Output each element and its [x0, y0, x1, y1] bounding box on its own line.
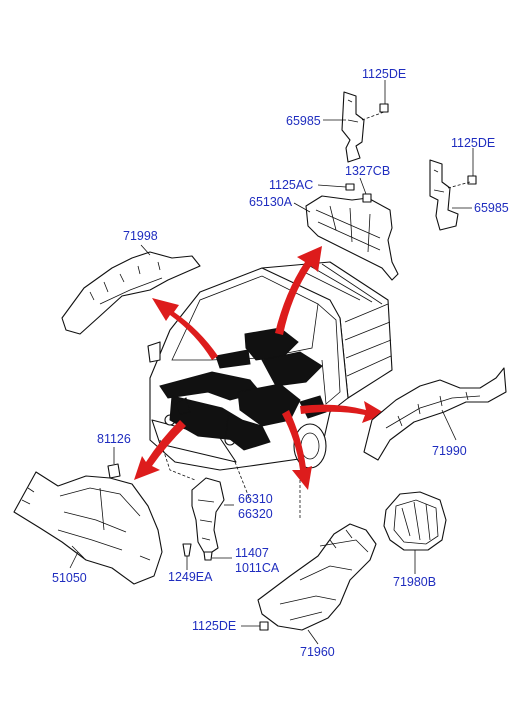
label-71990: 71990 [432, 444, 467, 458]
label-1249ea: 1249EA [168, 570, 213, 584]
label-71980b: 71980B [393, 575, 436, 589]
arrow-to-51050 [134, 420, 186, 480]
pad-71990 [363, 367, 507, 461]
arrow-to-71998 [152, 298, 218, 360]
callout-arrows [134, 246, 386, 490]
label-11407: 11407 [235, 546, 269, 560]
label-71998: 71998 [123, 229, 158, 243]
label-1125de-bottom: 1125DE [192, 619, 236, 633]
panel-66310-66320 [191, 477, 234, 557]
bracket-65985-left [323, 80, 389, 163]
clip-81126 [107, 447, 121, 479]
bracket-65985-right [429, 148, 477, 231]
label-1327cb: 1327CB [345, 164, 390, 178]
arrow-to-65130a [275, 246, 322, 335]
label-1125de-top: 1125DE [362, 67, 406, 81]
bolt-1125de-top [379, 103, 389, 113]
panel-65130a [293, 177, 399, 281]
arrow-to-71990 [300, 401, 386, 423]
label-66310: 66310 [238, 492, 273, 506]
bolt-1125de-bottom [259, 621, 269, 631]
label-51050: 51050 [52, 571, 87, 585]
label-66320: 66320 [238, 507, 273, 521]
bolt-1125de-right [467, 175, 477, 185]
screw-11407 [203, 551, 213, 561]
truck-body [147, 261, 393, 520]
arrow-to-71960 [282, 410, 312, 490]
label-71960: 71960 [300, 645, 335, 659]
pad-71998 [61, 244, 201, 335]
pad-71980b [383, 491, 447, 574]
pad-51050 [13, 471, 163, 585]
label-65130a: 65130A [249, 195, 293, 209]
label-1125ac: 1125AC [269, 178, 313, 192]
nut-1327cb [362, 193, 372, 203]
label-65985-left: 65985 [286, 114, 321, 128]
label-81126: 81126 [97, 432, 131, 446]
fasteners [182, 543, 232, 570]
label-65985-right: 65985 [474, 201, 509, 215]
clip-1249ea [182, 543, 192, 557]
bolt-1125ac [345, 183, 355, 191]
label-1011ca: 1011CA [235, 561, 280, 575]
panel-71960 [241, 523, 377, 645]
label-1125de-right: 1125DE [451, 136, 495, 150]
